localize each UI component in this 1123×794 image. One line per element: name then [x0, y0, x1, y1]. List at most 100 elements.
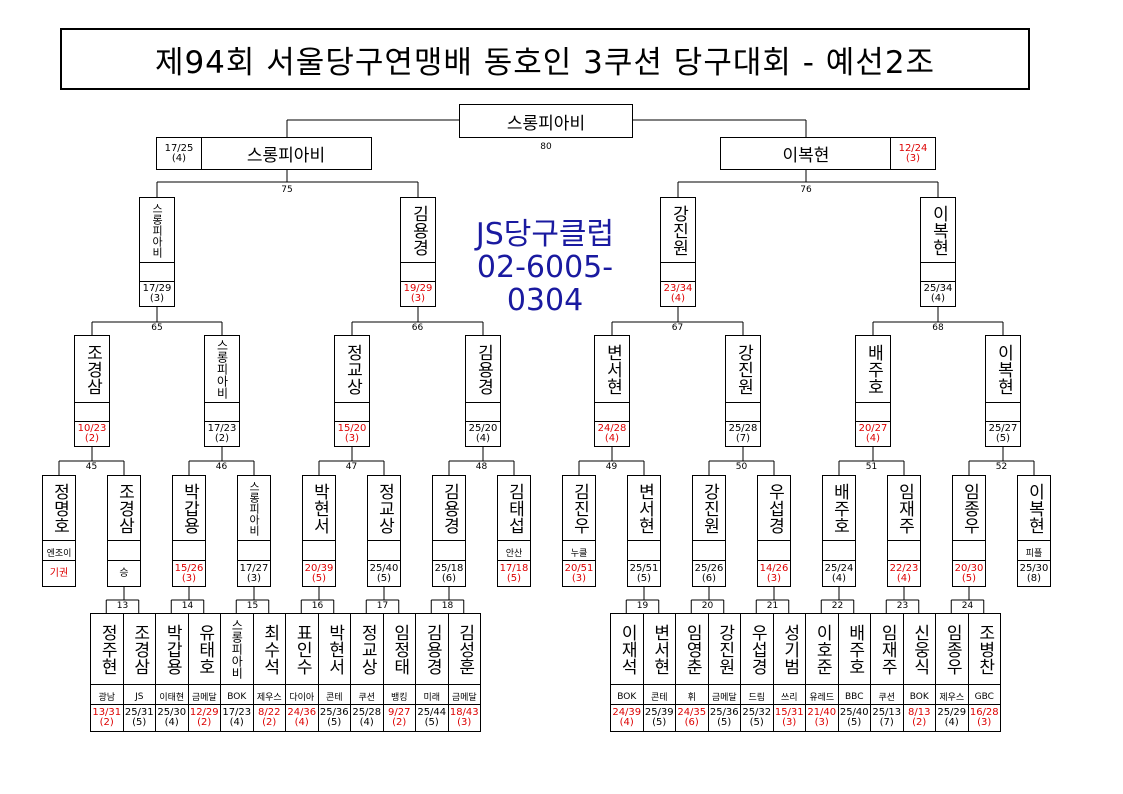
- finalist-box: 17/25(4)스롱피아비: [156, 137, 372, 170]
- score-innings: (4): [171, 152, 187, 164]
- player-club: 광남: [91, 684, 123, 708]
- score-innings: (4): [359, 717, 374, 728]
- player-name: 조경삼: [82, 343, 103, 395]
- match-number: 75: [281, 185, 293, 195]
- score-innings: (3): [814, 717, 829, 728]
- player-score: 승: [108, 560, 140, 586]
- match-number: 68: [932, 323, 944, 333]
- player-name: 성기범: [779, 623, 800, 675]
- score-value: 12/24: [898, 142, 928, 154]
- player-score: 23/34(4): [661, 281, 695, 306]
- player-name: 변서현: [602, 343, 623, 395]
- score-innings: (5): [961, 572, 977, 584]
- score-value: 25/20: [468, 423, 498, 434]
- player-card: 강진원 23/34(4): [660, 197, 696, 307]
- match-number: 19: [636, 601, 649, 611]
- score-innings: (4): [164, 717, 179, 728]
- player-name: 강진원: [668, 204, 689, 256]
- score-value: 8/13: [908, 707, 931, 718]
- player-name: 조경삼: [114, 482, 135, 534]
- player-name: 변서현: [634, 482, 655, 534]
- player-score: 24/36(4): [286, 704, 318, 731]
- score-value: 20/30: [954, 562, 984, 574]
- player-name: 변서현: [649, 623, 670, 675]
- score-value: 승: [119, 567, 129, 579]
- player-score: 25/32(5): [741, 704, 773, 731]
- match-number: 45: [85, 462, 98, 472]
- player-club: [823, 540, 855, 564]
- finalist-score: 12/24(3): [890, 138, 935, 169]
- score-value: 9/27: [388, 707, 411, 718]
- score-value: 15/31: [774, 707, 804, 718]
- score-innings: (2): [214, 433, 230, 444]
- score-value: 24/39: [612, 707, 642, 718]
- player-name: 정명호: [49, 482, 70, 534]
- player-name: 유태호: [194, 623, 215, 675]
- player-score: 25/40(5): [368, 560, 400, 586]
- score-innings: (4): [604, 433, 620, 444]
- score-innings: (2): [197, 717, 212, 728]
- score-innings: (3): [344, 433, 360, 444]
- match-number: 80: [540, 142, 552, 152]
- player-name: 표인수: [292, 623, 313, 675]
- match-number: 16: [311, 601, 324, 611]
- player-name: 배주호: [863, 343, 884, 395]
- score-value: 17/23: [207, 423, 237, 434]
- player-club: [661, 262, 695, 285]
- score-value: 17/23: [222, 707, 252, 718]
- score-value: 8/22: [258, 707, 281, 718]
- player-score: 21/40(3): [806, 704, 838, 731]
- player-score: 24/35(6): [676, 704, 708, 731]
- player-club: 미래: [416, 684, 448, 708]
- score-value: 25/27: [988, 423, 1018, 434]
- player-club: 제우스: [936, 684, 968, 708]
- player-name: 박갑용: [179, 482, 200, 534]
- player-score: 25/39(5): [643, 704, 675, 731]
- score-innings: (2): [392, 717, 407, 728]
- player-club: [693, 540, 725, 564]
- player-name: 강진원: [699, 482, 720, 534]
- player-club: BBC: [838, 684, 870, 708]
- player-name: 박현서: [309, 482, 330, 534]
- score-innings: (3): [410, 293, 426, 304]
- score-innings: (2): [262, 717, 277, 728]
- player-club: [466, 402, 500, 425]
- player-club: 금메달: [448, 684, 480, 708]
- player-name: 우섭경: [764, 482, 785, 534]
- player-club: [888, 540, 920, 564]
- player-score: 13/31(2): [91, 704, 123, 731]
- player-score: 25/30(4): [156, 704, 188, 731]
- score-value: 25/29: [937, 707, 967, 718]
- score-innings: (5): [749, 717, 764, 728]
- player-name: 김용경: [408, 204, 429, 256]
- score-value: 19/29: [403, 283, 433, 294]
- score-value: 17/18: [499, 562, 529, 574]
- player-name: 스롱피아비: [150, 202, 164, 258]
- player-score: 22/23(4): [888, 560, 920, 586]
- score-value: 25/36: [319, 707, 349, 718]
- score-value: 24/35: [677, 707, 707, 718]
- player-score: 17/23(2): [205, 421, 239, 446]
- score-value: 25/30: [157, 707, 187, 718]
- player-club: [401, 262, 435, 285]
- champion-box: 스롱피아비: [459, 104, 633, 138]
- score-innings: (4): [831, 572, 847, 584]
